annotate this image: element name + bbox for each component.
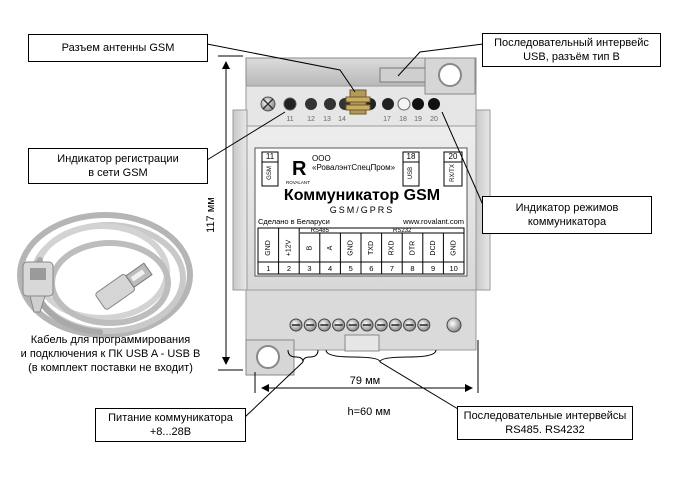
top-left-num: 11 (265, 152, 275, 161)
pin-number: 3 (307, 264, 311, 273)
pin-label: GND (348, 240, 355, 256)
usb-b-plug (22, 261, 54, 313)
usb-b-socket (344, 334, 380, 352)
cable-caption: Кабель для программирования и подключени… (8, 333, 213, 375)
top-right-num: 20 (448, 152, 458, 161)
made-in-text: Сделано в Беларуси (258, 217, 330, 226)
gsm-registration-led (283, 97, 297, 111)
callout-power: Питание коммуникатора +8...28В (95, 408, 246, 442)
callout-registration: Индикатор регистрации в сети GSM (28, 148, 208, 184)
callout-serial-line1: Последовательные интервейсы (463, 410, 627, 422)
device-subtitle: GSM/GPRS (329, 205, 395, 215)
callout-antenna-text: Разъем антенны GSM (61, 42, 175, 54)
usb-a-plug (95, 262, 153, 310)
top-terminal-number: 17 (383, 116, 391, 123)
callout-power-line2: +8...28В (149, 426, 192, 438)
top-terminal-number: 11 (286, 116, 293, 123)
height-dimension-line (218, 55, 243, 371)
device-title: Коммуникатор GSM (283, 187, 441, 204)
pin-label: +12V (286, 239, 293, 256)
callout-modes-line1: Индикатор режимов (515, 202, 619, 214)
height-dimension-label: 117 мм (205, 197, 217, 233)
pin-number: 9 (431, 264, 435, 273)
pin-number: 7 (390, 264, 394, 273)
callout-modes-line2: коммуникатора (527, 216, 607, 228)
top-terminal-number: 19 (414, 116, 422, 123)
callout-registration-line2: в сети GSM (88, 167, 148, 179)
antenna-connector (345, 89, 371, 115)
company-name-line1: ООО (312, 154, 331, 163)
pin-number: 8 (410, 264, 414, 273)
callout-usb: Последовательный интервейс USB, разъём т… (482, 33, 661, 67)
depth-dimension-label: h=60 мм (347, 406, 391, 418)
pin-label: GND (265, 240, 272, 256)
pin-table: GND 1 +12V 2 B 3 A 4 GND 5 TXD 6 RXD 7 DTR 8 DCD 9 GND 10 RS… (265, 228, 458, 274)
pin-label: DTR (409, 241, 416, 255)
callout-modes: Индикатор режимов коммуникатора (482, 196, 652, 234)
mode-indicator-led (428, 98, 440, 110)
cable-caption-line2: и подключения к ПК USB A - USB B (20, 348, 201, 360)
pin-label: B (306, 245, 313, 250)
pin-label: GND (451, 240, 458, 256)
pin-label: TXD (368, 241, 375, 255)
pin-label: A (327, 245, 334, 250)
company-name-line2: «РовалэнтСпецПром» (312, 163, 396, 172)
callout-serial: Последовательные интервейсы RS485. RS423… (457, 406, 633, 440)
website-text: www.rovalant.com (403, 217, 464, 226)
logo-text: ROVALANT (286, 180, 310, 185)
callout-registration-line1: Индикатор регистрации (57, 153, 179, 165)
pin-label: DCD (430, 240, 437, 255)
interface-group-label: RS485 (311, 228, 330, 234)
bottom-terminal-strip (289, 317, 462, 333)
pin-number: 2 (287, 264, 291, 273)
leader-lines (206, 43, 484, 418)
cable-caption-line1: Кабель для программирования (30, 334, 191, 346)
top-terminal-number: 18 (399, 116, 407, 123)
logo-mark: R (292, 158, 307, 180)
top-mid-num: 18 (406, 152, 416, 161)
width-dimension-line (254, 340, 479, 393)
top-terminal-number: 12 (307, 116, 315, 123)
callout-antenna: Разъем антенны GSM (28, 34, 208, 62)
top-terminal-numbers: 11 12 13 14 17 18 19 20 (286, 116, 438, 123)
top-terminal-number: 20 (430, 116, 438, 123)
callout-usb-line1: Последовательный интервейс (494, 37, 649, 49)
cable-caption-line3: (в комплект поставки не входит) (28, 362, 193, 374)
serial-terminal-brace (325, 349, 437, 363)
pin-number: 6 (369, 264, 373, 273)
interface-group-label: RS232 (393, 228, 412, 234)
pin-number: 10 (450, 264, 458, 273)
pin-label: RXD (389, 241, 396, 256)
callout-usb-line2: USB, разъём тип B (523, 51, 620, 63)
pin-number: 4 (328, 264, 332, 273)
pin-number: 1 (266, 264, 270, 273)
top-mid-label: USB (408, 166, 414, 180)
top-terminal-number: 14 (338, 116, 346, 123)
callout-serial-line2: RS485. RS4232 (505, 424, 585, 436)
callout-power-line1: Питание коммуникатора (108, 412, 233, 424)
top-terminal-number: 13 (323, 116, 331, 123)
pin-number: 5 (349, 264, 353, 273)
top-right-label: RX/TX (450, 164, 456, 182)
top-left-label: GSM (267, 166, 273, 180)
mounting-screw (446, 317, 462, 333)
width-dimension-label: 79 мм (349, 375, 381, 387)
